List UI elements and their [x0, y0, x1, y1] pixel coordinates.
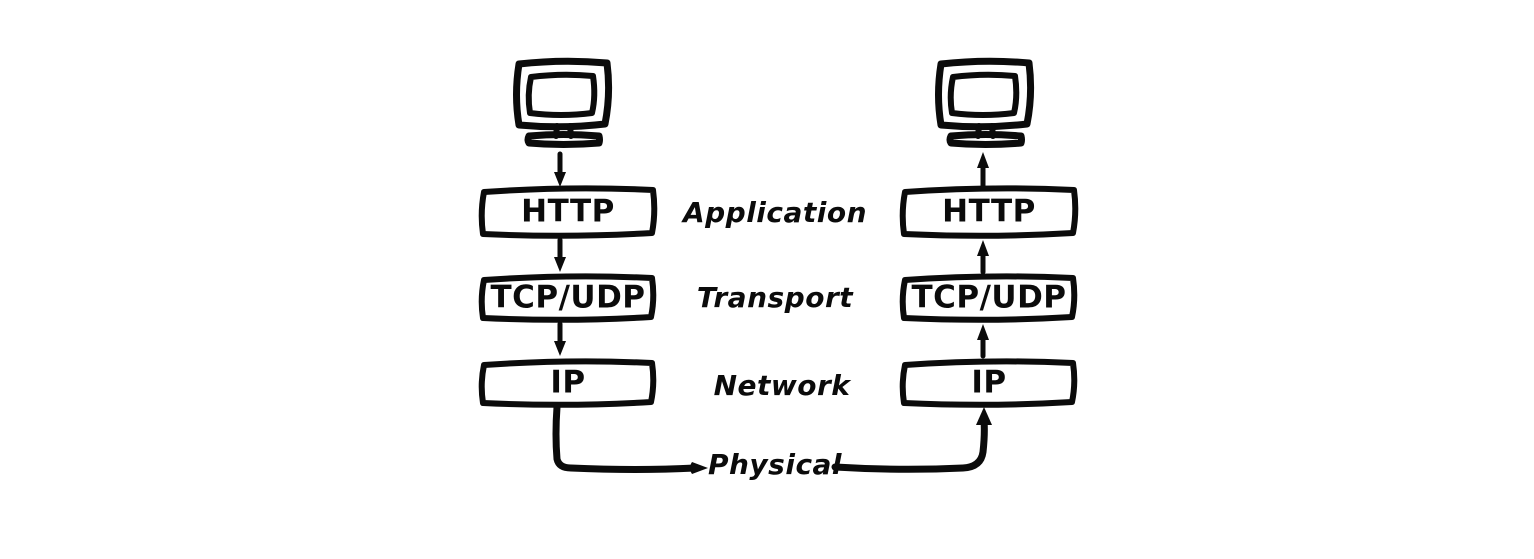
layer-label-right-ip: IP [971, 365, 1006, 401]
layer-label-left-ip: IP [550, 365, 585, 401]
layer-box-left-http: HTTP [478, 185, 658, 239]
layer-label-right-tcp-udp: TCP/UDP [911, 280, 1066, 316]
layer-name-network: Network [714, 369, 853, 402]
layer-label-left-http: HTTP [521, 194, 615, 230]
computer-monitor-icon-left [513, 57, 613, 148]
layer-box-left-tcp-udp: TCP/UDP [478, 273, 657, 323]
layer-label-right-http: HTTP [942, 194, 1036, 230]
layer-label-left-tcp-udp: TCP/UDP [490, 280, 645, 316]
layer-box-right-tcp-udp: TCP/UDP [899, 273, 1078, 323]
layer-name-transport: Transport [697, 281, 854, 314]
arrow-left-ip-to-physical [552, 403, 708, 474]
arrow-left-tcp-to-ip [554, 321, 566, 356]
layer-name-physical: Physical [708, 448, 842, 481]
layer-box-right-ip: IP [899, 358, 1078, 408]
computer-monitor-icon-right [935, 57, 1035, 148]
arrow-right-http-to-monitor [977, 152, 989, 189]
arrow-right-tcp-to-http [977, 240, 989, 275]
arrow-left-monitor-to-http [554, 151, 566, 187]
arrow-right-ip-to-tcp [977, 324, 989, 359]
layer-name-application: Application [681, 196, 867, 229]
layer-box-left-ip: IP [478, 358, 657, 408]
arrow-left-http-to-tcp [554, 237, 566, 272]
arrow-physical-to-right-ip [831, 407, 992, 473]
layer-box-right-http: HTTP [899, 185, 1079, 239]
